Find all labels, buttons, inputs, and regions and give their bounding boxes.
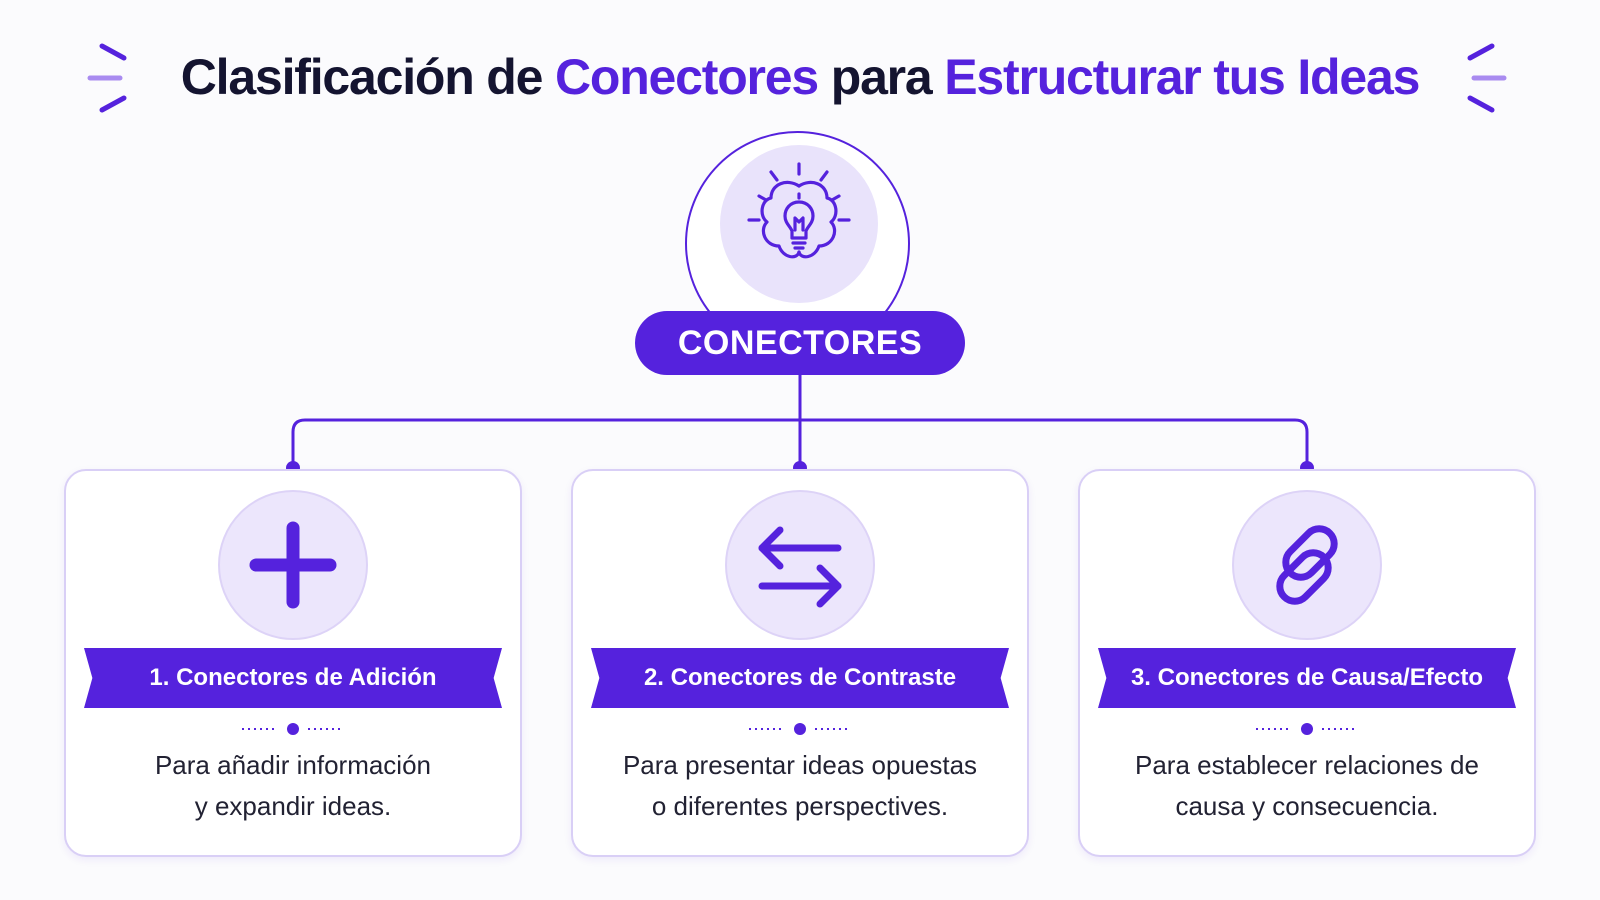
title-part-1: Clasificación de [180, 49, 555, 105]
plus-icon [249, 521, 337, 609]
icon-circle-contrast [725, 490, 875, 640]
category-description-addition: Para añadir información y expandir ideas… [73, 745, 513, 827]
description-line: Para presentar ideas opuestas [622, 750, 978, 780]
description-line: y expandir ideas. [194, 791, 392, 821]
category-title-addition: 1. Conectores de Adición [84, 648, 502, 708]
icon-circle-cause-effect [1232, 490, 1382, 640]
title-part-4: Estructurar tus Ideas [944, 49, 1420, 105]
description-line: causa y consecuencia. [1175, 791, 1439, 821]
left-burst-icon [87, 43, 127, 113]
hub-label: CONECTORES [635, 311, 965, 375]
title-part-2: Conectores [554, 49, 819, 105]
description-line: Para establecer relaciones de [1135, 750, 1479, 780]
dot-divider [1256, 723, 1358, 735]
description-line: o diferentes perspectives. [651, 791, 949, 821]
category-title-cause-effect: 3. Conectores de Causa/Efecto [1098, 648, 1516, 708]
chain-link-icon [1276, 525, 1338, 605]
title-part-3: para [818, 49, 945, 105]
right-burst-icon [1467, 43, 1507, 113]
brain-lightbulb-icon [747, 162, 851, 259]
dot-divider [242, 723, 344, 735]
page-title: Clasificación de Conectores para Estruct… [0, 42, 1600, 112]
swap-arrows-icon [758, 526, 842, 608]
description-line: Para añadir información [154, 750, 432, 780]
icon-circle-addition [218, 490, 368, 640]
category-title-contrast: 2. Conectores de Contraste [591, 648, 1009, 708]
category-description-contrast: Para presentar ideas opuestas o diferent… [580, 745, 1020, 827]
dot-divider [749, 723, 851, 735]
category-description-cause-effect: Para establecer relaciones de causa y co… [1087, 745, 1527, 827]
